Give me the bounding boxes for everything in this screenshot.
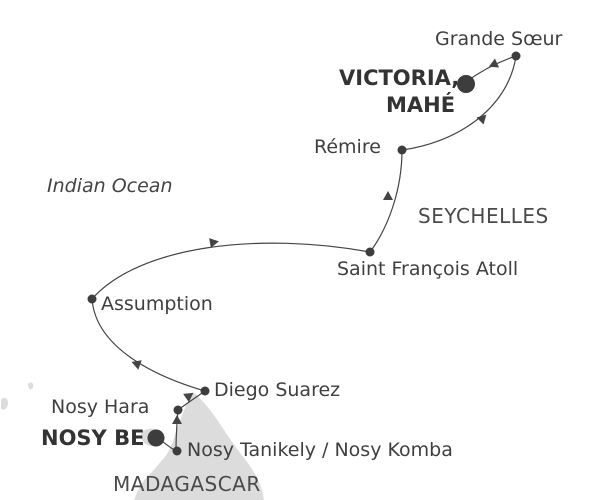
stop-label-diego-suarez: Diego Suarez — [214, 379, 341, 401]
marker-assumption — [87, 294, 97, 304]
marker-diego-suarez — [200, 386, 210, 396]
stop-label-nosy-be: NOSY BE — [41, 426, 145, 450]
region-label-madagascar: MADAGASCAR — [113, 472, 261, 496]
ocean-label: Indian Ocean — [47, 175, 173, 197]
arrow-icon — [488, 58, 500, 68]
arrow-icon — [209, 238, 219, 248]
region-label-seychelles: SEYCHELLES — [418, 204, 549, 228]
marker-victoria — [457, 75, 475, 93]
madagascar-landmass — [134, 392, 264, 500]
route-arrows — [131, 58, 500, 424]
stop-label-assumption: Assumption — [101, 293, 213, 315]
stop-label-victoria-line2: MAHÉ — [386, 93, 456, 117]
arrow-icon — [172, 415, 182, 424]
islet-left — [1, 397, 8, 410]
stop-markers — [87, 51, 521, 456]
arrow-icon — [183, 392, 194, 403]
arrow-icon — [476, 114, 487, 125]
marker-nosy-tanikely — [172, 446, 182, 456]
marker-saint-francois — [365, 247, 375, 257]
marker-nosy-be — [147, 429, 165, 447]
stop-label-victoria-line1: VICTORIA, — [339, 66, 460, 90]
stop-label-nosy-tanikely: Nosy Tanikely / Nosy Komba — [187, 439, 453, 461]
stop-label-saint-francois: Saint François Atoll — [337, 258, 519, 280]
stop-label-nosy-hara: Nosy Hara — [51, 396, 150, 418]
arrow-icon — [131, 360, 142, 370]
arrow-icon — [383, 191, 393, 200]
marker-remire — [397, 145, 407, 155]
stop-label-grande-soeur: Grande Sœur — [435, 28, 563, 50]
marker-nosy-hara — [173, 405, 183, 415]
islet-left-2 — [28, 382, 34, 390]
stop-label-remire: Rémire — [314, 136, 381, 158]
marker-grande-soeur — [511, 51, 521, 61]
